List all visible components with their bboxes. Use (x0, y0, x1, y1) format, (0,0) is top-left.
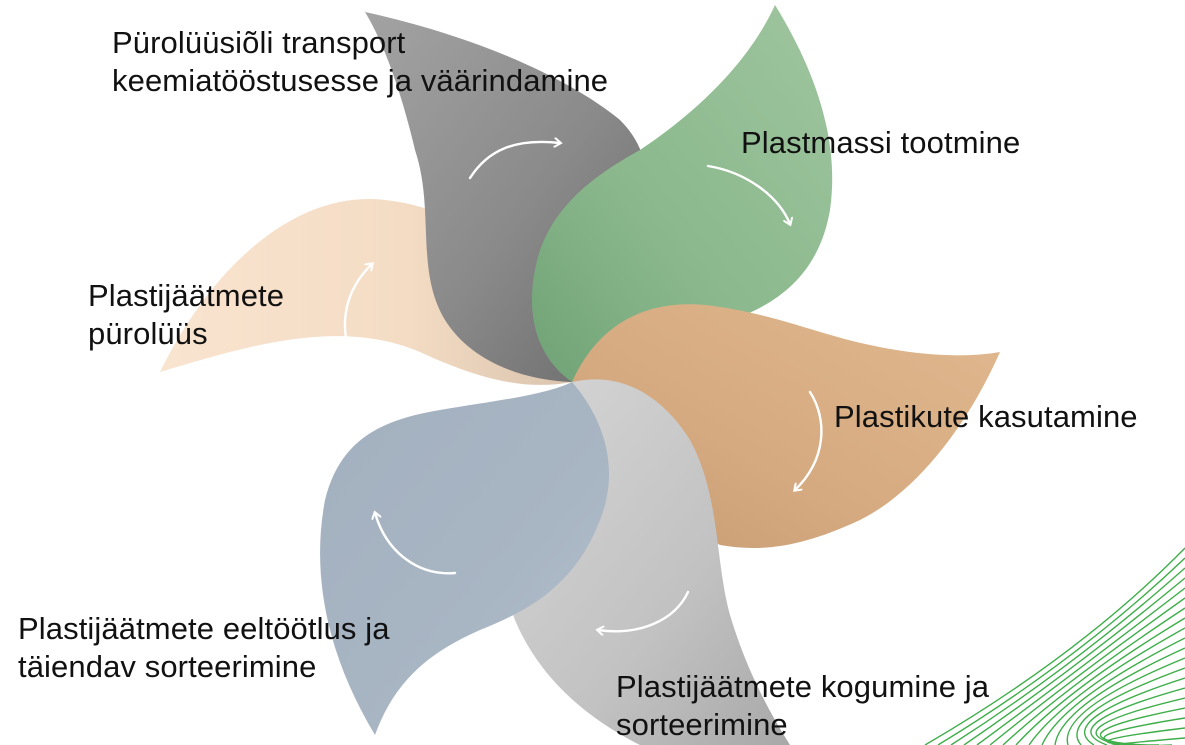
label-pyro-transport: Pürolüüsiõli transport keemiatööstusesse… (112, 24, 608, 100)
label-plastic-production: Plastmassi tootmine (741, 124, 1020, 162)
corner-line (964, 578, 1185, 745)
label-line: Plastijäätmete kogumine ja (616, 668, 989, 706)
label-line: pürolüüs (88, 315, 284, 353)
corner-line (1077, 668, 1185, 745)
label-line: Plastijäätmete (88, 277, 284, 315)
corner-line (1096, 698, 1185, 745)
label-line: sorteerimine (616, 706, 989, 744)
label-line: täiendav sorteerimine (18, 648, 390, 686)
label-pyrolysis: Plastijäätmete pürolüüs (88, 277, 284, 353)
label-line: Pürolüüsiõli transport (112, 24, 608, 62)
label-collection: Plastijäätmete kogumine ja sorteerimine (616, 668, 989, 744)
label-line: Plastijäätmete eeltöötlus ja (18, 610, 390, 648)
label-plastic-use: Plastikute kasutamine (834, 398, 1138, 436)
label-line: keemiatööstusesse ja väärindamine (112, 62, 608, 100)
label-line: Plastmassi tootmine (741, 124, 1020, 162)
label-line: Plastikute kasutamine (834, 398, 1138, 436)
corner-line (1110, 738, 1185, 745)
corner-line (977, 588, 1185, 745)
label-pretreatment: Plastijäätmete eeltöötlus ja täiendav so… (18, 610, 390, 686)
